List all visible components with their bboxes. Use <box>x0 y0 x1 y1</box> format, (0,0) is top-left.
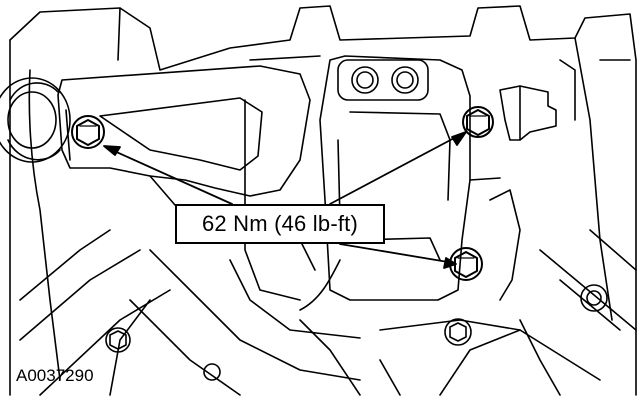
figure-id: A0037290 <box>16 366 94 385</box>
right-bracket <box>470 86 556 300</box>
bolt-right <box>581 285 607 311</box>
background-bolts <box>106 285 607 380</box>
left-port <box>0 78 70 162</box>
torque-bolt-upper-right <box>463 107 493 137</box>
arrow-to-upper-right-bolt <box>330 132 466 204</box>
upper-bracket <box>58 66 310 205</box>
torque-callout: 62 Nm (46 lb-ft) <box>175 204 385 244</box>
bolt-lower-center <box>445 319 471 345</box>
leader-arrows <box>104 132 466 268</box>
lower-ribs <box>20 230 636 395</box>
arrow-to-lower-right-bolt <box>340 244 456 268</box>
torque-callout-text: 62 Nm (46 lb-ft) <box>201 211 359 236</box>
bolt-lower-left <box>106 328 130 352</box>
arrow-to-left-bolt <box>104 146 232 204</box>
central-mount <box>230 56 470 338</box>
bolt-lower-mid <box>204 364 220 380</box>
torque-bolt-left <box>72 116 104 148</box>
engine-block-outline <box>10 6 636 395</box>
